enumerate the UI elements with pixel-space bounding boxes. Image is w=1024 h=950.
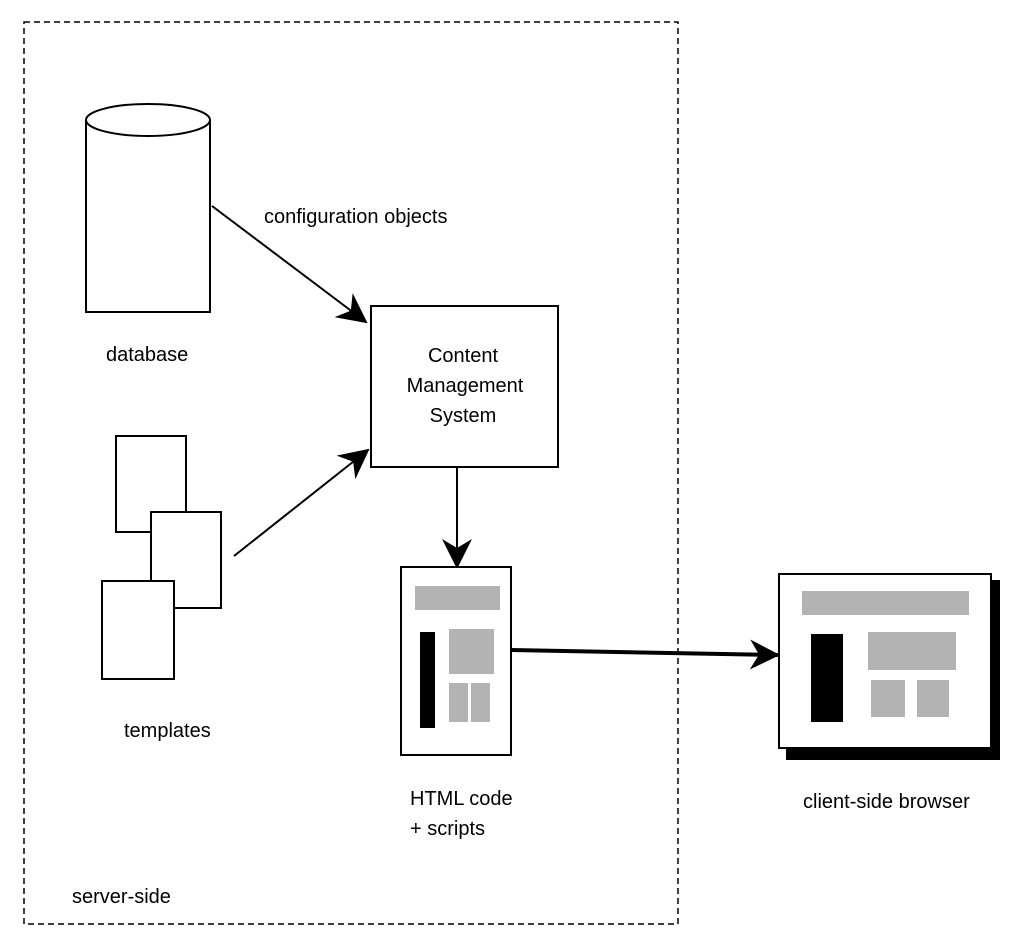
browser-window-icon bbox=[778, 573, 1000, 760]
html-code-label-line1: HTML code bbox=[410, 788, 513, 810]
templates-icon bbox=[101, 435, 222, 680]
templates-arrow bbox=[233, 448, 370, 557]
html-to-browser-arrow bbox=[510, 639, 780, 670]
html-page-icon bbox=[400, 566, 512, 756]
cms-label-line2: Management bbox=[407, 375, 524, 397]
database-label: database bbox=[106, 344, 188, 366]
cms-label-line1: Content bbox=[428, 345, 498, 367]
server-side-boundary bbox=[23, 21, 679, 925]
cms-box bbox=[370, 305, 559, 468]
database-icon bbox=[85, 103, 211, 313]
configuration-objects-label: configuration objects bbox=[264, 206, 447, 228]
html-code-label-line2: + scripts bbox=[410, 818, 485, 840]
templates-label: templates bbox=[124, 720, 211, 742]
client-side-browser-label: client-side browser bbox=[803, 791, 970, 813]
cms-label-line3: System bbox=[430, 405, 497, 427]
server-side-label: server-side bbox=[72, 886, 171, 908]
config-arrow bbox=[211, 205, 368, 324]
